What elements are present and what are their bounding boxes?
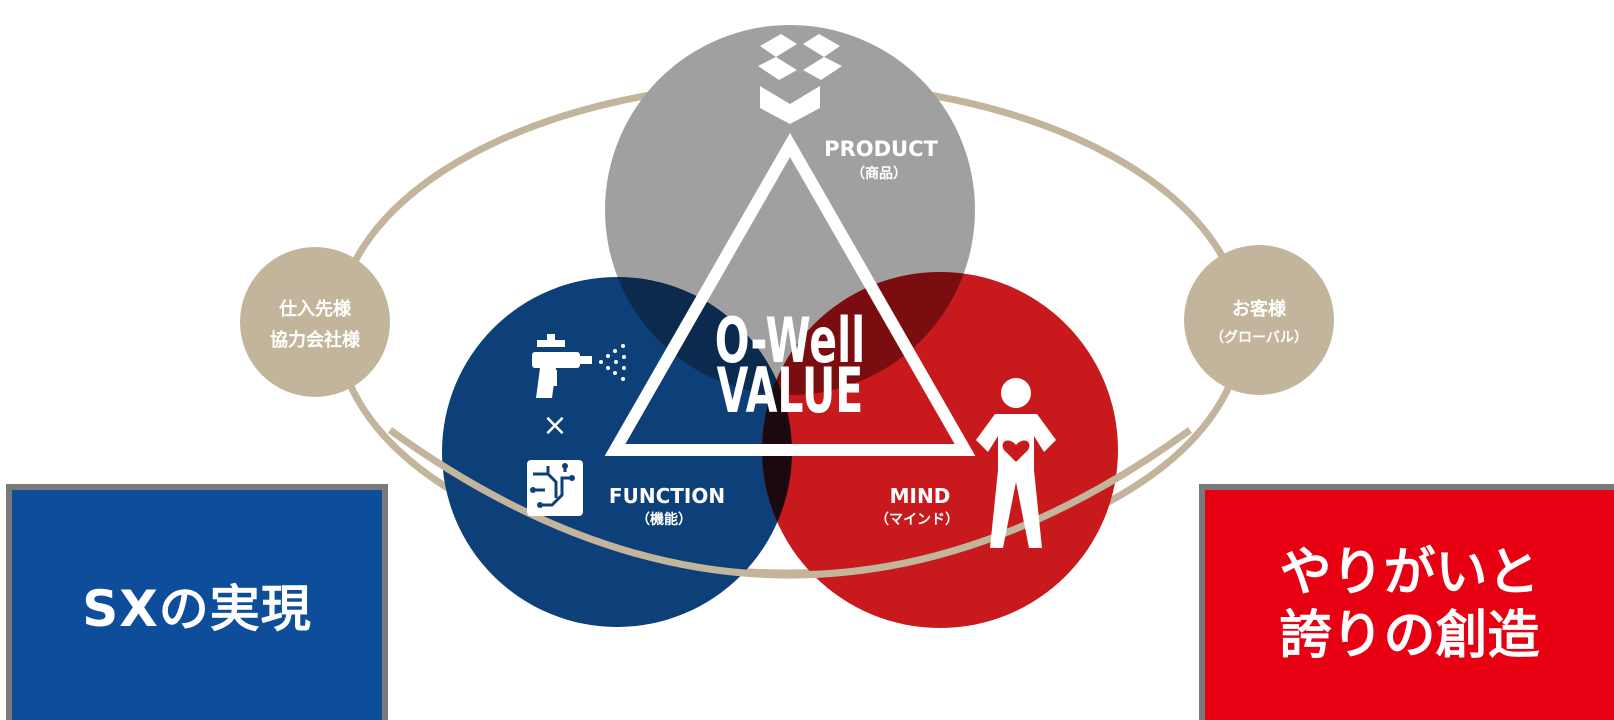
person-heart-icon [976,378,1056,548]
customer-node-line2: （グローバル） [1210,329,1308,346]
product-subtitle: （商品） [851,165,907,182]
motivation-pride-box: やりがいと 誇りの創造 [1199,484,1614,720]
supplier-node-line2: 協力会社様 [270,329,361,351]
mind-subtitle: （マインド） [875,512,959,528]
center-title-line2: VALUE [717,355,864,427]
circuit-board-icon [527,460,583,516]
customer-node-line1: お客様 [1232,298,1287,320]
supplier-node [240,247,390,397]
motivation-pride-line1: やりがいと [1279,542,1540,603]
customer-node [1184,245,1334,395]
function-subtitle: （機能） [636,511,692,528]
outer-ellipse-front-arc [387,427,1193,579]
open-box-icon [758,34,842,124]
center-triangle [604,132,976,456]
spray-gun-icon [532,334,592,398]
function-title: FUNCTION [609,484,725,508]
supplier-node-line1: 仕入先様 [278,298,352,320]
function-times-sign: × [542,408,567,443]
motivation-pride-line2: 誇りの創造 [1279,606,1540,666]
sx-realization-box: SXの実現 [6,484,388,720]
spray-dots [599,344,626,381]
product-title: PRODUCT [824,137,938,161]
sx-realization-text: SXの実現 [82,580,312,638]
mind-title: MIND [890,484,951,508]
center-title-line1: O-Well [715,305,865,377]
